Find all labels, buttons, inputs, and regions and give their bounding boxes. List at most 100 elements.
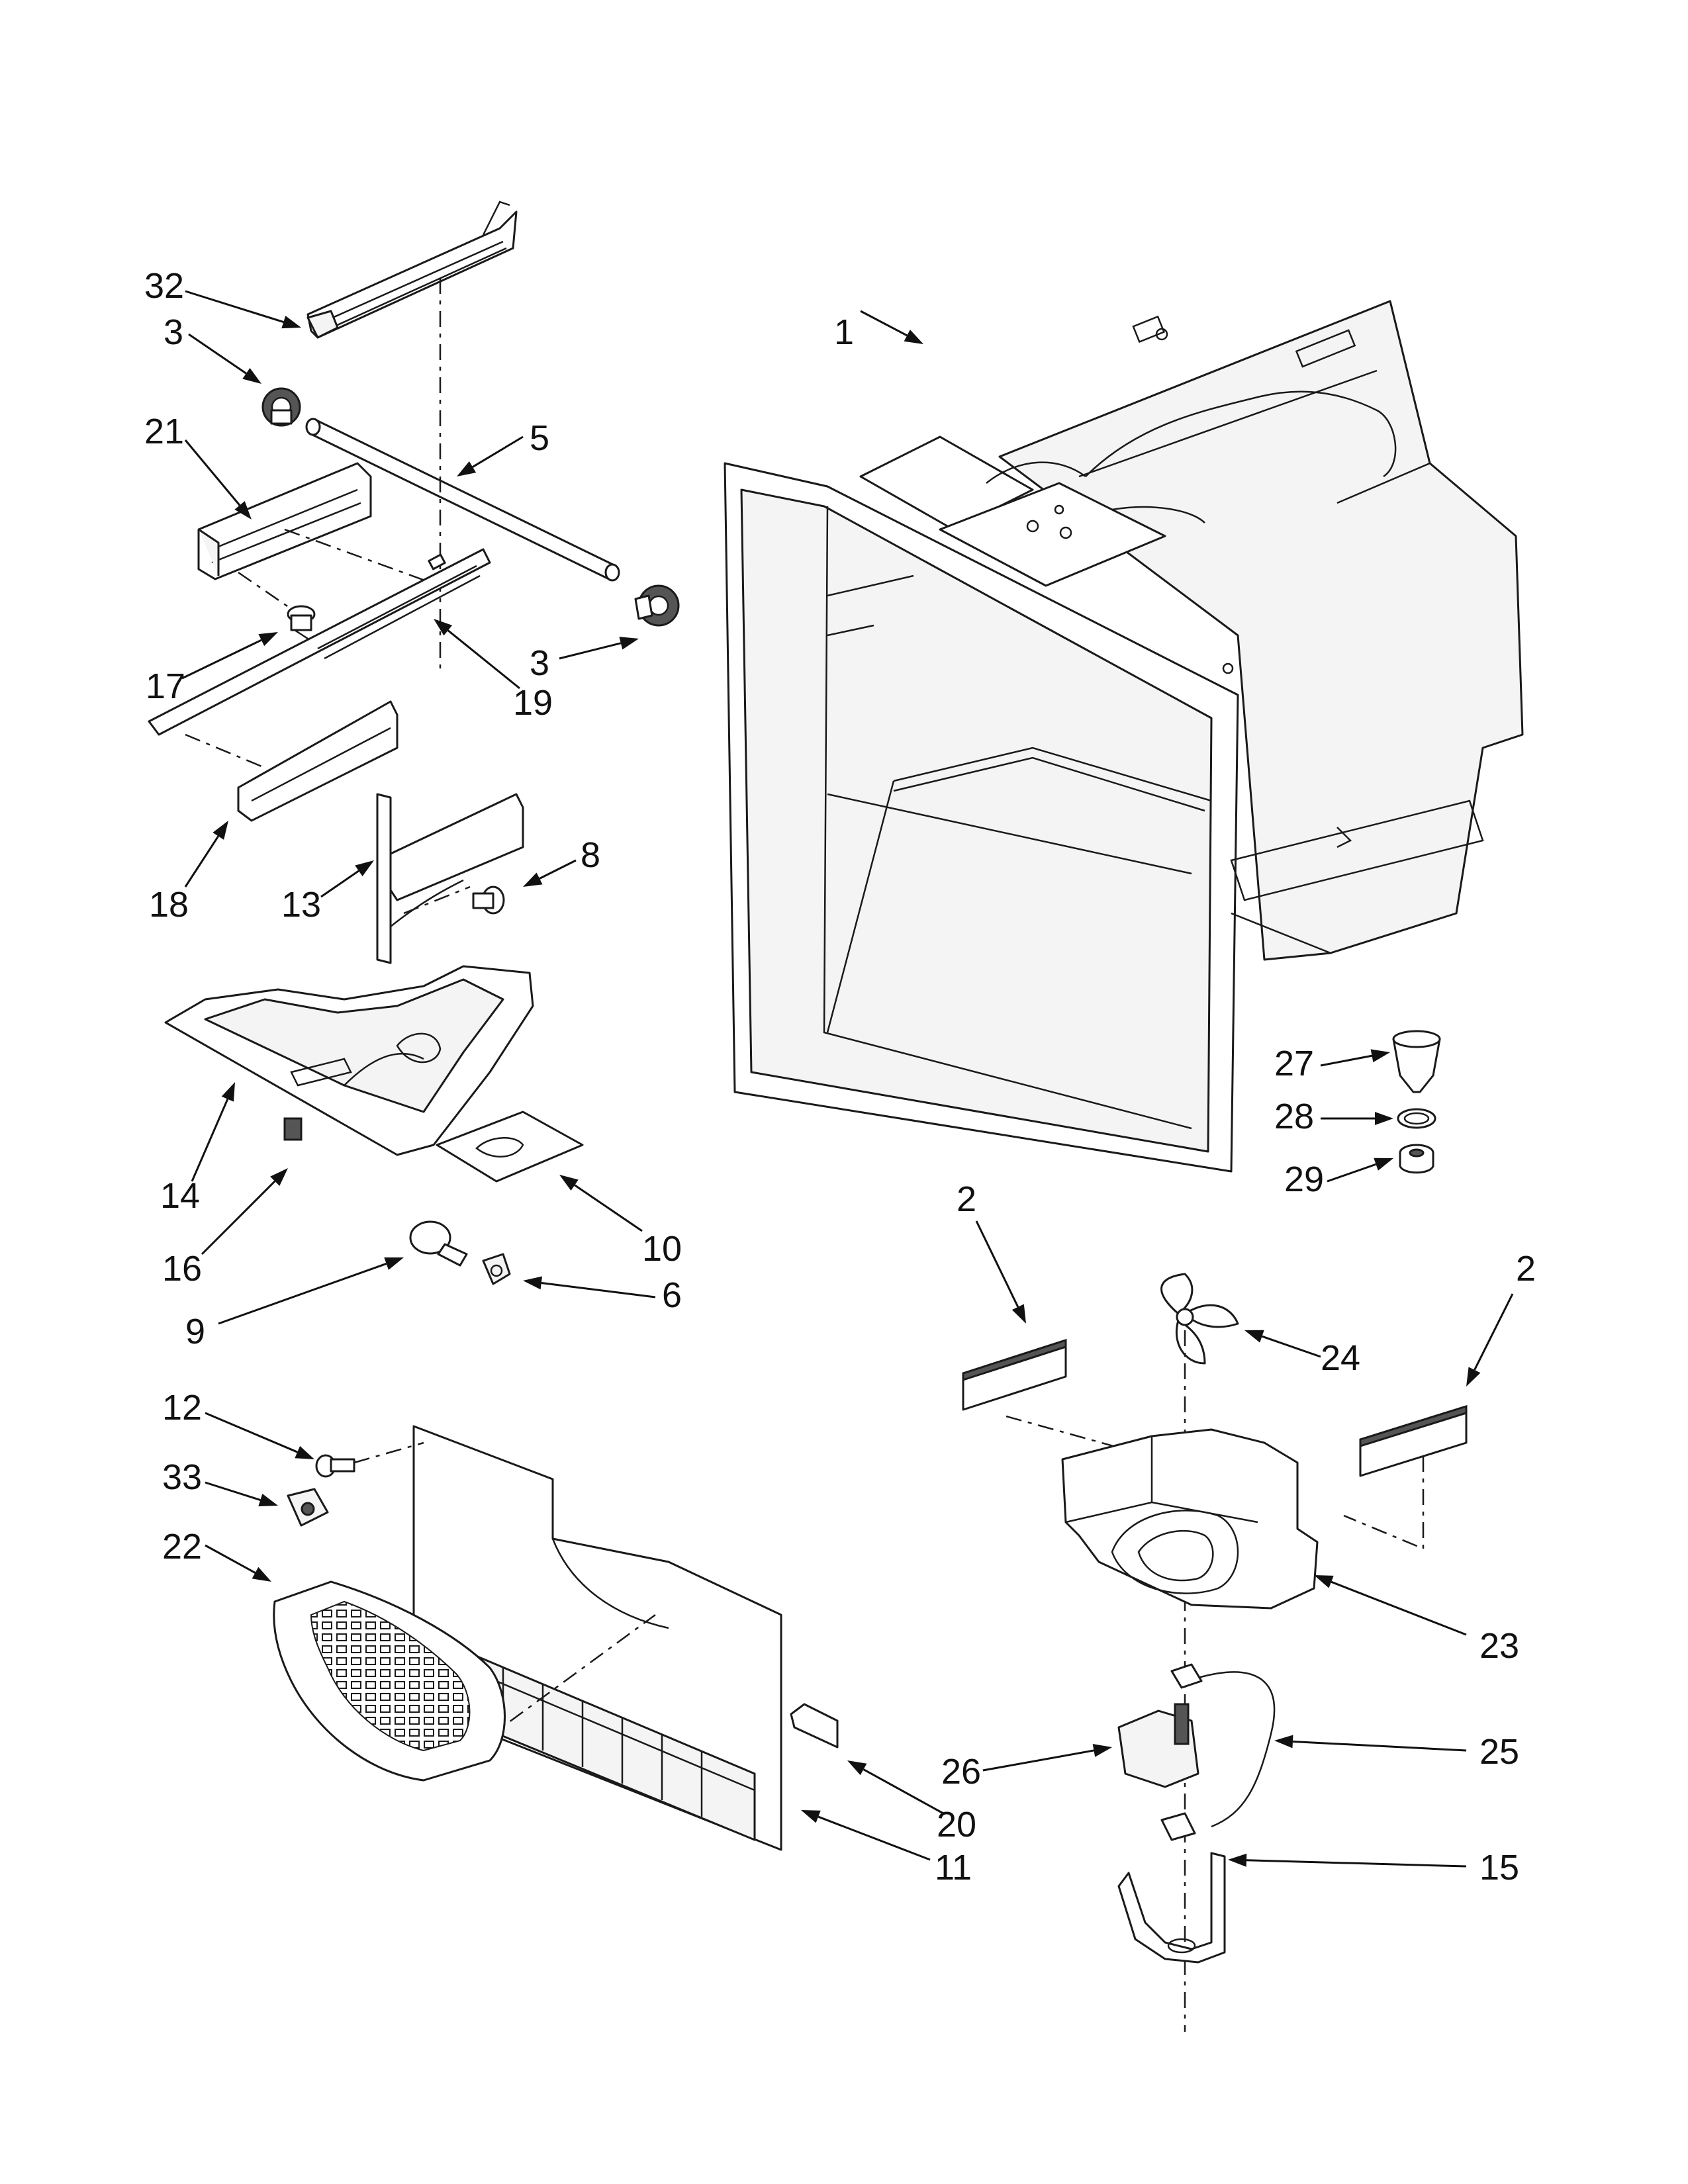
leader-lines [181, 290, 1514, 1868]
callout-26: 26 [941, 1752, 981, 1792]
alignment-line-17 [238, 571, 292, 610]
callout-29: 29 [1284, 1160, 1324, 1199]
leader-24 [1244, 1330, 1321, 1358]
callout-13: 13 [281, 885, 321, 925]
leader-15 [1228, 1853, 1467, 1868]
alignment-line-18 [185, 733, 265, 769]
part-9-light-bulb [409, 1220, 468, 1267]
callout-12: 12 [162, 1388, 202, 1428]
callout-21: 21 [144, 412, 184, 451]
alignment-line-21 [284, 528, 431, 584]
leader-28 [1321, 1112, 1393, 1125]
leader-33 [205, 1481, 278, 1507]
part-14-light-housing [164, 965, 534, 1156]
part-13-bracket [376, 793, 524, 964]
leader-10 [559, 1175, 643, 1232]
leader-3-lower [559, 637, 639, 660]
leader-9 [218, 1257, 404, 1325]
leader-23 [1314, 1575, 1467, 1636]
leader-27 [1320, 1049, 1390, 1067]
part-23-fan-shroud [1061, 1428, 1319, 1610]
leader-19 [434, 619, 520, 690]
callout-27: 27 [1274, 1044, 1314, 1083]
leader-13 [320, 860, 374, 898]
callout-10: 10 [642, 1229, 682, 1269]
leader-20 [847, 1760, 944, 1815]
part-24-fan-blade [1160, 1273, 1239, 1365]
callout-18: 18 [149, 885, 189, 925]
callout-6: 6 [662, 1275, 682, 1315]
leader-2-right [1466, 1293, 1514, 1387]
part-25-wire-harness [1197, 1671, 1276, 1828]
leader-8 [523, 859, 577, 887]
leader-11 [801, 1810, 931, 1861]
callout-2-right: 2 [1516, 1249, 1536, 1289]
part-2-foam-block-left [962, 1338, 1067, 1411]
callout-33: 33 [162, 1457, 202, 1497]
callout-22: 22 [162, 1527, 202, 1567]
part-29-grommet [1399, 1144, 1434, 1174]
leader-3-upper [188, 333, 261, 384]
part-3-gear-upper [261, 387, 301, 427]
leader-16 [201, 1168, 288, 1255]
part-22-vent-grille [273, 1580, 506, 1782]
callout-11: 11 [935, 1848, 972, 1888]
part-11-cover-panel [412, 1425, 782, 1851]
callout-25: 25 [1479, 1732, 1519, 1772]
callout-1: 1 [834, 312, 854, 352]
leader-26 [982, 1744, 1112, 1772]
part-5-rod [305, 418, 620, 582]
callout-5: 5 [530, 418, 549, 458]
callout-32: 32 [144, 266, 184, 306]
callout-labels: 1 2 2 3 3 5 6 8 9 10 11 12 13 14 15 16 1… [144, 266, 1536, 1888]
part-2-foam-block-right [1359, 1404, 1468, 1477]
part-10-shield [436, 1111, 584, 1183]
part-20-foam-strip [790, 1703, 839, 1749]
callout-8: 8 [581, 835, 600, 875]
callout-9: 9 [185, 1312, 205, 1351]
callout-17: 17 [146, 666, 185, 706]
callout-24: 24 [1321, 1338, 1360, 1378]
callout-14: 14 [160, 1176, 200, 1216]
part-17-screw [287, 605, 316, 640]
part-8-screw [472, 886, 505, 915]
callout-3-lower: 3 [530, 643, 549, 683]
part-15-motor-bracket [1117, 1852, 1226, 1964]
part-16-switch [283, 1117, 303, 1141]
leader-17 [181, 632, 278, 680]
alignment-line-2-right [1343, 1456, 1425, 1550]
leader-32 [185, 290, 301, 329]
part-27-fitting [1392, 1030, 1441, 1093]
part-3-gear-lower [634, 584, 680, 627]
leader-1 [860, 310, 923, 344]
leader-6 [523, 1276, 656, 1298]
leader-2-left [975, 1220, 1026, 1324]
part-18-lower-slide [237, 700, 399, 822]
callout-28: 28 [1274, 1097, 1314, 1136]
callout-15: 15 [1479, 1848, 1519, 1888]
part-28-o-ring [1397, 1108, 1436, 1129]
part-1-freezer-liner [724, 300, 1524, 1173]
part-6-socket [482, 1253, 511, 1285]
part-26-fan-motor [1117, 1663, 1203, 1841]
part-21-slide-bracket [197, 462, 372, 580]
alignment-line-2-left [1006, 1415, 1126, 1451]
alignment-line-8 [403, 886, 471, 915]
leader-14 [191, 1082, 235, 1182]
leader-29 [1327, 1158, 1393, 1183]
leader-18 [184, 821, 228, 887]
callout-19: 19 [513, 683, 553, 723]
callout-2-left: 2 [957, 1179, 976, 1219]
leader-5 [457, 435, 524, 477]
callout-20: 20 [937, 1805, 976, 1844]
leader-25 [1274, 1735, 1467, 1752]
leader-21 [184, 439, 252, 520]
callout-16: 16 [162, 1249, 202, 1289]
part-12-screw [315, 1454, 355, 1478]
part-19-slide-rail [148, 548, 491, 736]
alignment-line-12 [353, 1441, 424, 1464]
part-33-control-module [287, 1488, 329, 1527]
leader-22 [205, 1544, 271, 1582]
